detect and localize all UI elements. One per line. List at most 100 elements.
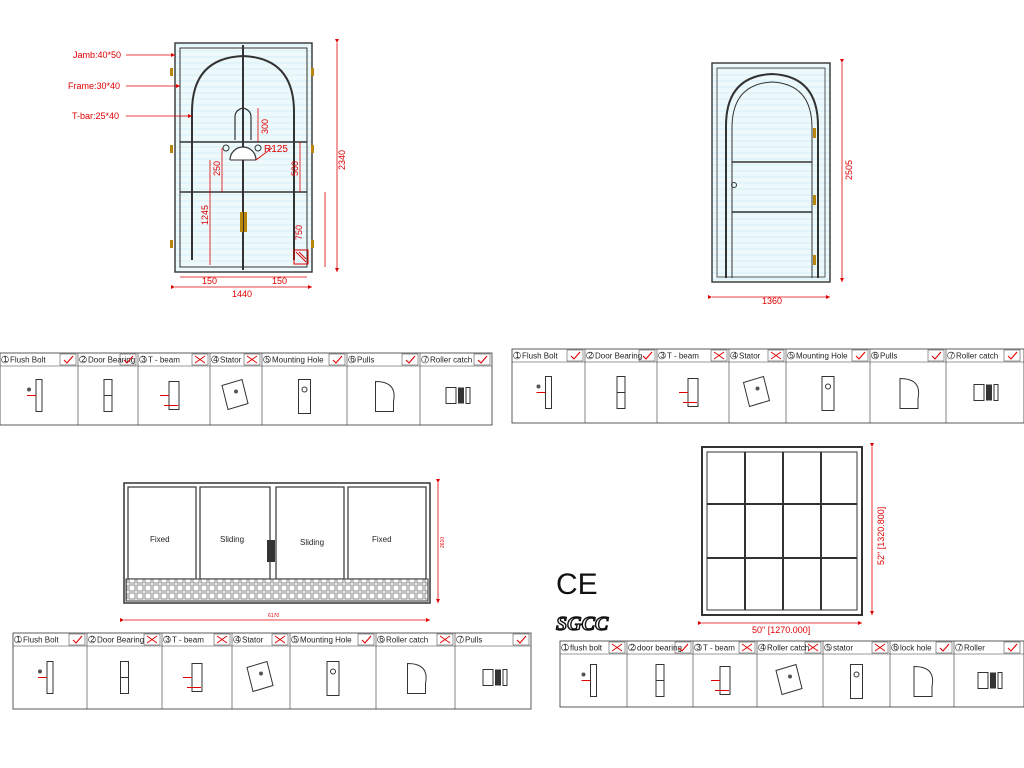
item-number: 1 <box>16 635 21 644</box>
hardware-sketch-icon <box>246 660 274 693</box>
hardware-label: Roller <box>964 644 985 653</box>
hardware-sketch-icon <box>326 661 340 696</box>
hardware-sketch-icon <box>899 377 920 409</box>
check-icon <box>855 351 866 360</box>
item-number: 3 <box>660 351 665 360</box>
item-number-badge <box>513 351 521 360</box>
hardware-sketch-icon <box>375 380 395 412</box>
dim-750: 750 <box>294 225 304 240</box>
item-number-badge <box>263 355 271 364</box>
sliding-panel-2: Sliding <box>220 535 244 544</box>
cross-icon <box>713 351 725 360</box>
hardware-label: Flush Bolt <box>10 356 46 365</box>
item-number: 7 <box>423 355 428 364</box>
hardware-label: Mounting Hole <box>796 352 848 361</box>
item-number-badge <box>456 635 464 644</box>
check-icon <box>570 351 581 360</box>
item-number: 5 <box>826 643 831 652</box>
hardware-label: Pulls <box>880 352 897 361</box>
item-number: 5 <box>789 351 794 360</box>
item-number-badge <box>348 355 356 364</box>
hardware-sketch-icon <box>160 381 180 410</box>
item-number-badge <box>658 351 666 360</box>
hardware-label: Stator <box>739 352 761 361</box>
item-number: 6 <box>893 643 898 652</box>
check-icon <box>516 635 527 644</box>
hardware-sketch-icon <box>581 664 597 697</box>
hardware-label: Pulls <box>357 356 374 365</box>
hardware-sketch-icon <box>120 661 129 694</box>
item-number: 3 <box>141 355 146 364</box>
cross-icon <box>874 643 886 652</box>
item-number-badge <box>586 351 594 360</box>
item-number-badge <box>947 351 955 360</box>
check-icon <box>123 355 134 364</box>
item-number-badge <box>694 643 702 652</box>
item-number: 4 <box>732 351 737 360</box>
cross-icon <box>246 355 258 364</box>
check-icon <box>678 643 689 652</box>
hardware-sketch-icon <box>221 378 249 411</box>
item-number: 6 <box>350 355 355 364</box>
item-number: 3 <box>165 635 170 644</box>
dim-window-width: 50" [1270.000] <box>752 625 810 635</box>
hardware-label: Flush Bolt <box>23 636 59 645</box>
check-icon <box>931 351 942 360</box>
check-icon <box>405 355 416 364</box>
callout-frame: Frame:30*40 <box>68 81 120 91</box>
hardware-sketch-icon <box>913 665 934 697</box>
item-number-badge <box>628 643 636 652</box>
sgcc-mark: SGCC <box>556 613 609 635</box>
window-elevation <box>698 443 874 625</box>
dim-sliding-height: 2610 <box>440 537 446 548</box>
dim-width-1440: 1440 <box>232 289 252 299</box>
hardware-label: Mounting Hole <box>300 636 352 645</box>
item-number: 4 <box>213 355 218 364</box>
item-number: 1 <box>3 355 8 364</box>
item-number-badge <box>824 643 832 652</box>
item-number: 7 <box>957 643 962 652</box>
hardware-label: Stator <box>242 636 264 645</box>
item-number: 1 <box>515 351 520 360</box>
hardware-label: Mounting Hole <box>272 356 324 365</box>
item-number-badge <box>891 643 899 652</box>
double-door-elevation <box>126 39 339 289</box>
item-number: 6 <box>379 635 384 644</box>
item-number-badge <box>291 635 299 644</box>
item-number-badge <box>758 643 766 652</box>
hardware-label: Flush Bolt <box>522 352 558 361</box>
check-icon <box>361 635 372 644</box>
item-number-badge <box>377 635 385 644</box>
item-number-badge <box>787 351 795 360</box>
hardware-label: stator <box>833 644 853 653</box>
check-icon <box>642 351 653 360</box>
dim-sliding-width: 6170 <box>268 613 279 619</box>
hardware-label: Roller catch <box>386 636 428 645</box>
hardware-sketch-icon <box>298 379 311 414</box>
check-icon <box>1007 643 1018 652</box>
item-number-badge <box>871 351 879 360</box>
hardware-label: Roller catch <box>767 644 809 653</box>
dim-radius: R125 <box>264 144 288 155</box>
item-number: 5 <box>293 635 298 644</box>
item-number: 4 <box>235 635 240 644</box>
item-number-badge <box>14 635 22 644</box>
item-number: 2 <box>90 635 95 644</box>
dim-height-2505: 2505 <box>844 160 854 180</box>
dim-window-height: 52" [1320.800] <box>876 507 886 565</box>
hardware-label: flush bolt <box>570 644 603 653</box>
dim-side-right: 150 <box>272 276 287 286</box>
hardware-sketch-icon <box>38 661 54 694</box>
hardware-label: Door Bearing <box>595 352 642 361</box>
cross-icon <box>741 643 753 652</box>
cross-icon <box>439 635 451 644</box>
hardware-sketch-icon <box>536 376 552 409</box>
item-number-badge <box>1 355 9 364</box>
hardware-sketch-icon <box>742 375 771 408</box>
hardware-label: Pulls <box>465 636 482 645</box>
hardware-label: lock hole <box>900 644 932 653</box>
item-number: 7 <box>949 351 954 360</box>
